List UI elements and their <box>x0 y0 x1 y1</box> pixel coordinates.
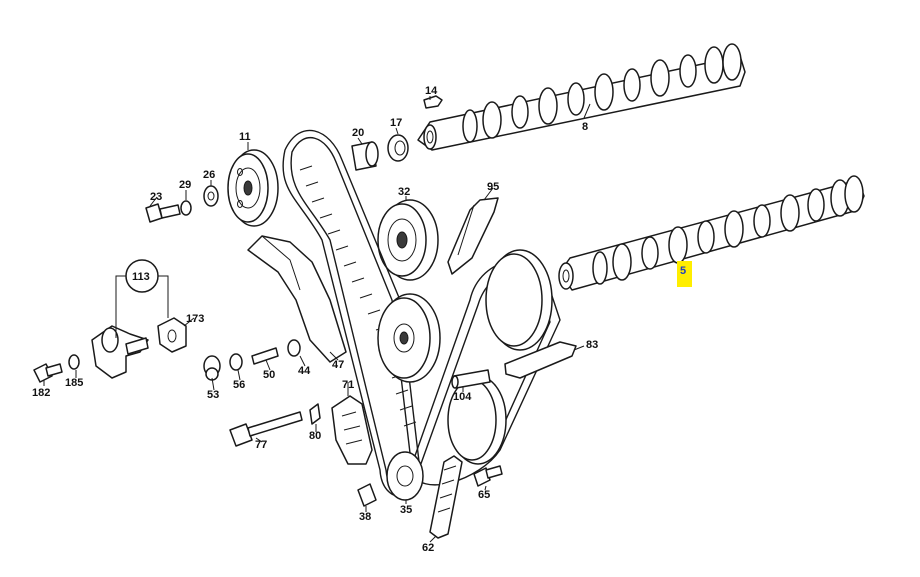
gasket-173[interactable] <box>157 317 187 353</box>
bolt-23[interactable] <box>145 203 181 223</box>
plug-53[interactable] <box>203 355 221 381</box>
bolt-77[interactable] <box>229 411 303 447</box>
washer-29[interactable] <box>180 200 192 216</box>
sprocket-35-lower[interactable] <box>386 451 424 501</box>
washer-56[interactable] <box>229 353 243 371</box>
sprocket-11[interactable] <box>227 149 279 227</box>
callout-32[interactable]: 32 <box>398 186 410 198</box>
callout-8[interactable]: 8 <box>582 121 588 133</box>
washer-80[interactable] <box>309 403 321 425</box>
callout-44[interactable]: 44 <box>298 365 311 377</box>
callout-77[interactable]: 77 <box>255 439 267 451</box>
callout-35[interactable]: 35 <box>400 504 412 516</box>
callout-38[interactable]: 38 <box>359 511 371 523</box>
camshaft-sprocket-right[interactable] <box>485 249 553 351</box>
callout-29[interactable]: 29 <box>179 179 191 191</box>
callout-83[interactable]: 83 <box>586 339 598 351</box>
callout-56[interactable]: 56 <box>233 379 245 391</box>
callout-173[interactable]: 173 <box>186 313 204 325</box>
callout-17[interactable]: 17 <box>390 117 402 129</box>
leader-lines <box>43 96 591 543</box>
camshaft-upper[interactable] <box>417 43 746 151</box>
callout-65[interactable]: 65 <box>478 489 490 501</box>
callout-5[interactable]: 5 <box>680 265 686 277</box>
camshaft-lower[interactable] <box>558 175 865 291</box>
sprocket-35[interactable] <box>377 293 441 383</box>
guide-rail-83[interactable] <box>504 341 577 379</box>
callout-26[interactable]: 26 <box>203 169 215 181</box>
bushing-20[interactable] <box>351 141 379 171</box>
callout-group-113[interactable] <box>115 259 169 338</box>
callout-71[interactable]: 71 <box>342 379 354 391</box>
callout-53[interactable]: 53 <box>207 389 219 401</box>
washer-26[interactable] <box>203 185 219 207</box>
guide-rail-44[interactable] <box>247 235 347 363</box>
callout-14[interactable]: 14 <box>425 85 438 97</box>
callout-80[interactable]: 80 <box>309 430 321 442</box>
callout-23[interactable]: 23 <box>150 191 162 203</box>
bolt-65[interactable] <box>473 465 503 487</box>
pin-104[interactable] <box>451 369 491 389</box>
callout-104[interactable]: 104 <box>453 391 472 403</box>
guide-rail-95[interactable] <box>447 197 499 275</box>
tensioner-rail-71[interactable] <box>331 395 373 465</box>
callout-185[interactable]: 185 <box>65 377 83 389</box>
callout-95[interactable]: 95 <box>487 181 499 193</box>
callout-62[interactable]: 62 <box>422 542 434 554</box>
washer-185[interactable] <box>68 354 80 370</box>
callout-113[interactable]: 113 <box>132 271 150 283</box>
bushing-17[interactable] <box>387 134 409 162</box>
callout-20[interactable]: 20 <box>352 127 364 139</box>
callout-11[interactable]: 11 <box>239 131 251 143</box>
callout-labels: 5 8 11 14 17 20 23 26 29 32 35 38 44 47 … <box>32 85 686 554</box>
tensioner-housing[interactable] <box>91 325 149 379</box>
callout-47[interactable]: 47 <box>332 359 344 371</box>
sprocket-32[interactable] <box>377 199 439 281</box>
callout-50[interactable]: 50 <box>263 369 275 381</box>
callout-182[interactable]: 182 <box>32 387 50 399</box>
link-38[interactable] <box>357 483 377 507</box>
pin-50[interactable] <box>251 347 279 365</box>
sprocket-104[interactable] <box>447 375 507 465</box>
callout-5-highlight <box>677 261 692 287</box>
guide-rail-62[interactable] <box>429 455 463 539</box>
key-14[interactable] <box>423 95 443 109</box>
bolt-182[interactable] <box>33 363 63 383</box>
